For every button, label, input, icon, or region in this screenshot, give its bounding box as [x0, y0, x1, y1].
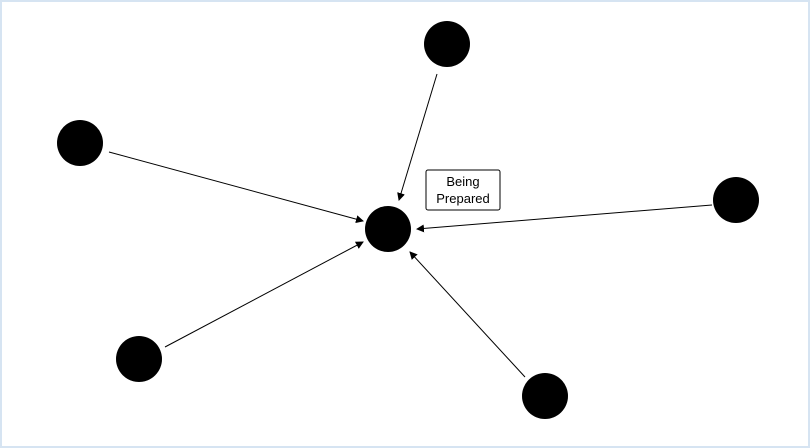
node-top[interactable]	[424, 21, 470, 67]
edge-bottom-right-to-center	[409, 251, 526, 378]
center-node-label-box	[425, 169, 501, 211]
edge-top-to-center	[397, 73, 438, 201]
node-right[interactable]	[713, 177, 759, 223]
node-center[interactable]	[365, 206, 411, 252]
edge-bottom-left-to-center	[164, 241, 364, 348]
node-bottom-left[interactable]	[116, 336, 162, 382]
center-node-label-line-1: Being	[446, 174, 479, 189]
node-bottom-right[interactable]	[522, 373, 568, 419]
node-left[interactable]	[57, 120, 103, 166]
center-node-label: Being Prepared	[425, 169, 501, 211]
edge-right-to-center	[416, 204, 713, 233]
edge-left-to-center	[108, 151, 364, 224]
center-node-label-line-2: Prepared	[436, 191, 489, 206]
